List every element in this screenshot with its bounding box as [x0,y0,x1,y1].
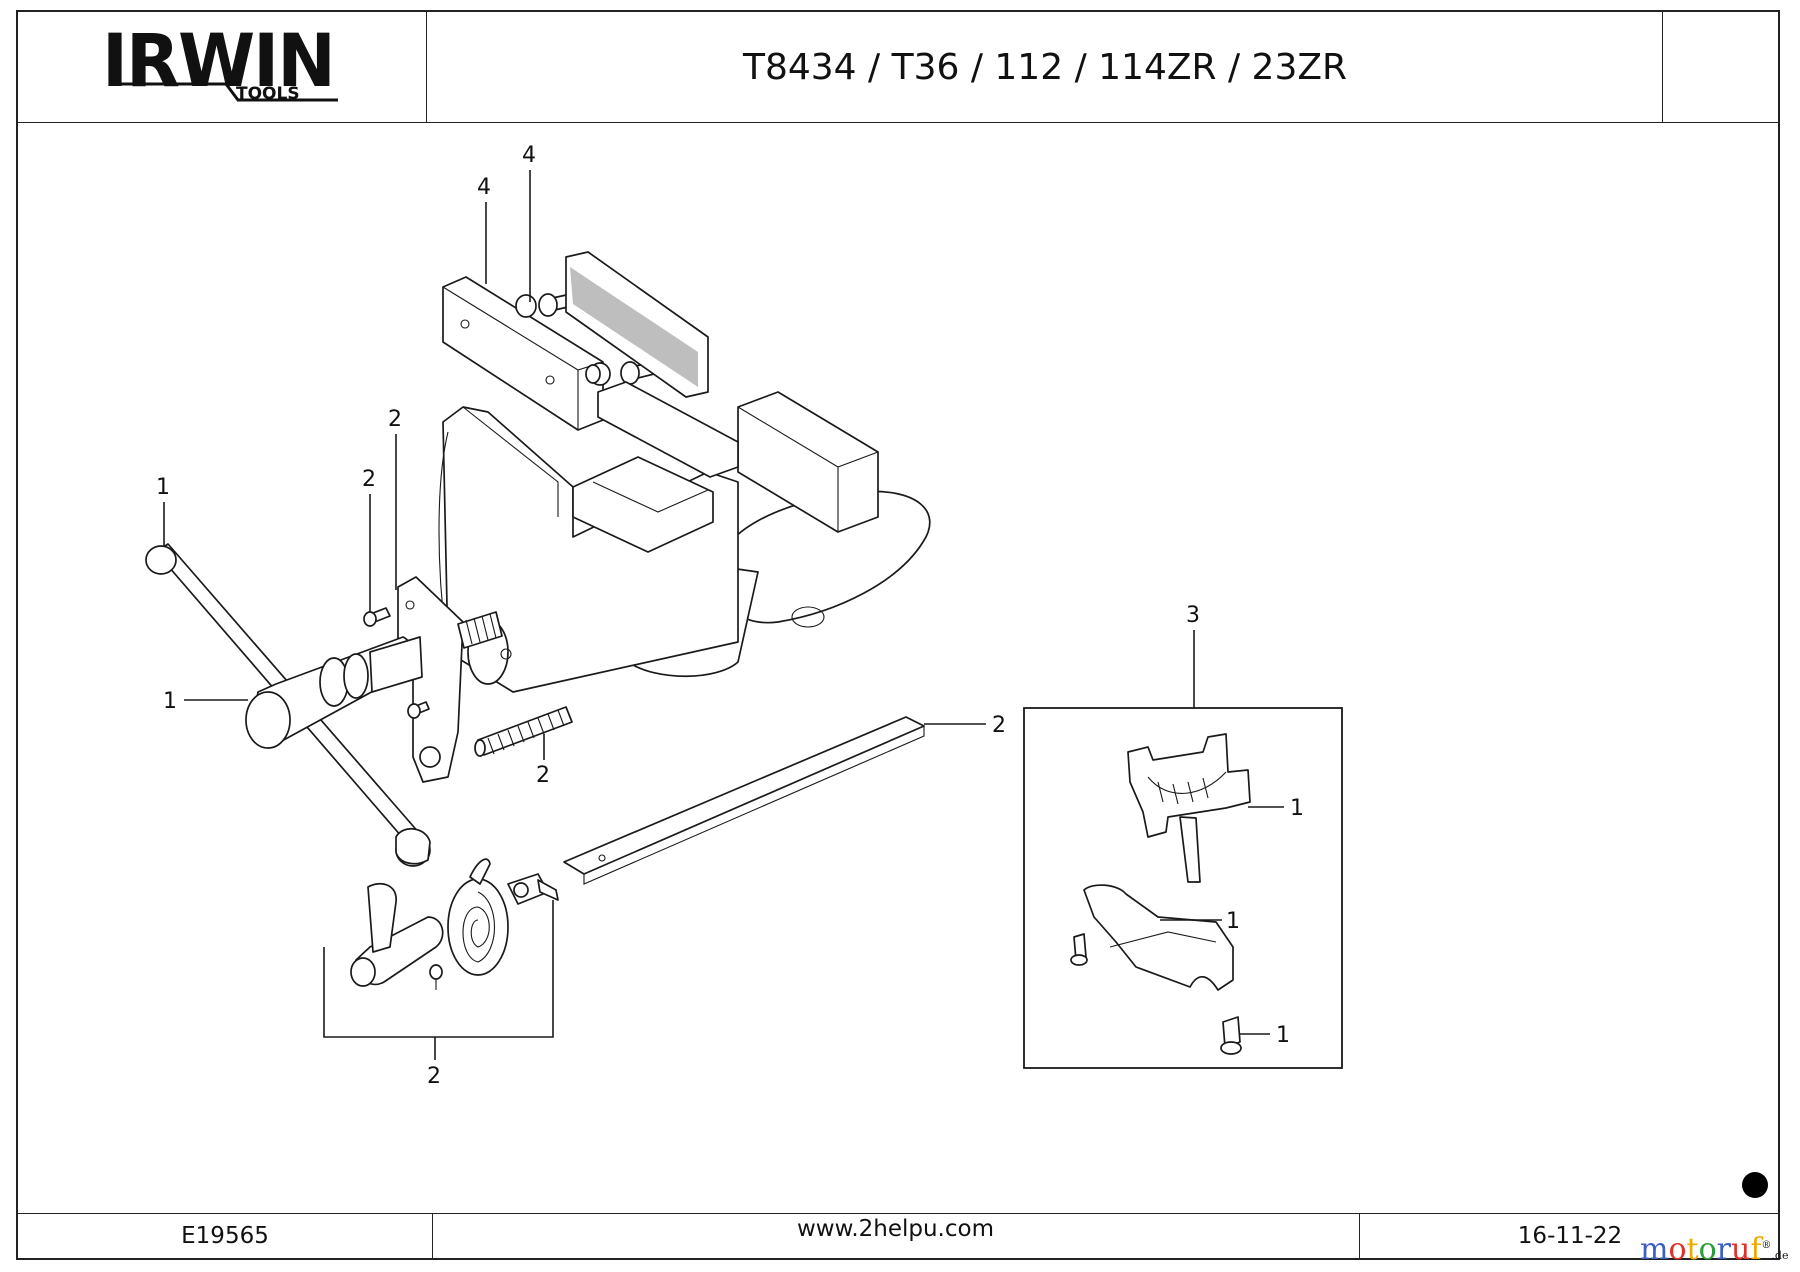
brand-logo-swoosh-icon [110,82,338,102]
watermark-letter: u [1730,1232,1751,1267]
callout-handle-knob: 1 [156,475,170,500]
leader-lines [163,170,1284,1035]
callout-nut-screw: 2 [362,467,376,492]
callout-jaw-plate: 4 [477,175,491,200]
exploded-parts-diagram: 4 4 2 2 1 1 2 2 2 3 1 1 1 [145,143,1343,1089]
kit-box [1023,707,1343,1069]
lock-assembly-part [350,858,559,990]
watermark-letter: o [1698,1232,1717,1267]
lock-assembly-bracket [323,900,554,1038]
marker-dot-icon [1742,1172,1768,1198]
callout-lock-assembly: 2 [427,1064,441,1089]
watermark-letter: m [1640,1232,1669,1267]
spring-part [474,706,573,757]
title-block-footer: E19565 www.2helpu.com 16-11-22 [18,1213,1778,1258]
callout-kit-bracket: 1 [1226,909,1240,934]
watermark-suffix: .de [1771,1249,1789,1262]
watermark-logo: motoruf®.de [1640,1232,1788,1267]
vise-body-part [438,381,931,693]
nut-screws-part [363,607,430,719]
watermark-letter: r [1716,1232,1731,1267]
brand-logo-subtext: TOOLS [236,84,300,104]
callout-kit: 3 [1186,603,1200,628]
model-list-title: T8434 / T36 / 112 / 114ZR / 23ZR [742,46,1348,88]
callout-spring: 2 [536,763,550,788]
website-link[interactable]: www.2helpu.com [432,1214,1360,1258]
callout-spindle: 1 [163,689,177,714]
watermark-letter: f [1750,1232,1762,1267]
watermark-letter: o [1668,1232,1687,1267]
handle-spindle-part [145,543,431,867]
watermark-letter: t [1686,1232,1699,1267]
callout-kit-clamp: 1 [1290,796,1304,821]
brand-logo-cell: IRWIN TOOLS [18,12,427,122]
brand-logo-wordmark: IRWIN [102,17,336,105]
drawing-sheet: IRWIN TOOLS T8434 / T36 / 112 / 114ZR / … [16,10,1780,1260]
watermark-mark: ® [1761,1240,1772,1251]
title-block-header: IRWIN TOOLS T8434 / T36 / 112 / 114ZR / … [18,12,1778,123]
callout-kit-bolt: 1 [1276,1023,1290,1048]
slide-bar-part [563,716,925,885]
document-id: E19565 [18,1214,433,1258]
callout-jaw-screw: 4 [522,143,536,168]
title-cell: T8434 / T36 / 112 / 114ZR / 23ZR [428,12,1663,122]
revision-date: 16-11-22 [1517,1223,1623,1249]
callout-slide-bar: 2 [992,713,1006,738]
jaw-insert-plate-part [565,251,709,398]
callout-nut-plate: 2 [388,407,402,432]
spindle-thread-part [457,611,503,649]
